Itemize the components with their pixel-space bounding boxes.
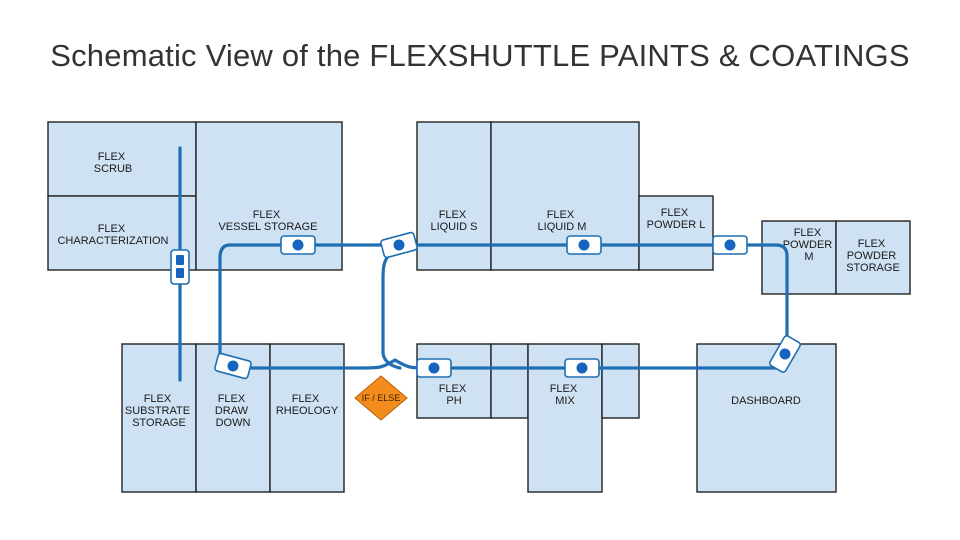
module-powder-l[interactable] (638, 195, 714, 271)
label-mix: FLEX MIX (550, 383, 581, 407)
shuttle-liquid-m[interactable] (566, 235, 602, 255)
module-dashboard[interactable] (696, 343, 837, 493)
module-powder-m[interactable] (761, 220, 837, 295)
label-powder-l: FLEX POWDER L (647, 207, 706, 231)
module-substrate-storage[interactable] (121, 343, 197, 493)
label-powder-storage: FLEX POWDER STORAGE (846, 238, 900, 274)
shuttle-powder-l[interactable] (712, 235, 748, 255)
module-vessel-storage[interactable] (195, 121, 343, 271)
shuttle-ph[interactable] (416, 358, 452, 378)
module-powder-storage[interactable] (835, 220, 911, 295)
label-draw-down: FLEX DRAW DOWN (215, 393, 251, 429)
label-dashboard: DASHBOARD (731, 395, 801, 407)
shuttle-draw-down[interactable] (214, 352, 252, 380)
shuttle-characterization[interactable] (170, 249, 190, 285)
if-else-label: IF / ELSE (362, 393, 401, 403)
shuttle-vessel-storage[interactable] (280, 235, 316, 255)
module-ph[interactable] (416, 343, 492, 419)
label-powder-m: FLEX POWDER M (783, 227, 836, 263)
module-liquid-s[interactable] (416, 121, 492, 271)
if-else-decision[interactable]: IF / ELSE (354, 375, 408, 421)
label-characterization: FLEX CHARACTERIZATION (57, 223, 168, 247)
label-liquid-s: FLEX LIQUID S (430, 209, 477, 233)
shuttle-dashboard[interactable] (769, 335, 802, 373)
label-scrub: FLEX SCRUB (94, 151, 133, 175)
label-liquid-m: FLEX LIQUID M (538, 209, 587, 233)
label-rheology: FLEX RHEOLOGY (276, 393, 339, 417)
label-vessel-storage: FLEX VESSEL STORAGE (218, 209, 317, 233)
diagram-title: Schematic View of the FLEXSHUTTLE PAINTS… (50, 38, 910, 73)
module-liquid-m[interactable] (490, 121, 640, 271)
label-ph: FLEX PH (439, 383, 470, 407)
module-spacer-right (601, 343, 640, 419)
module-rheology[interactable] (269, 343, 345, 493)
shuttle-mix[interactable] (564, 358, 600, 378)
module-spacer (490, 343, 529, 419)
label-substrate-storage: FLEX SUBSTRATE STORAGE (125, 393, 193, 429)
module-scrub[interactable] (47, 121, 197, 197)
shuttle-junction-top[interactable] (380, 231, 418, 259)
